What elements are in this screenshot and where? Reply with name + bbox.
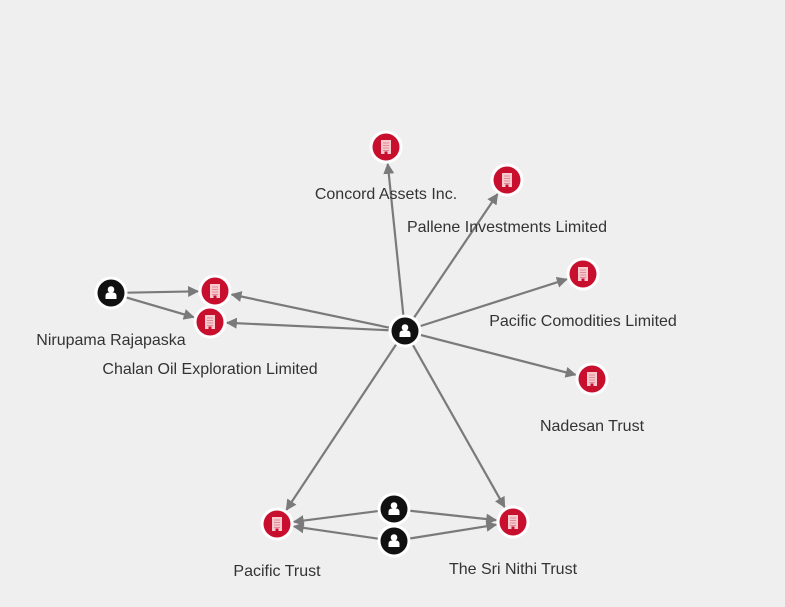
edge-p0-c4 [420, 333, 577, 378]
edge-p0-c3 [419, 276, 568, 328]
company-node[interactable] [369, 130, 403, 164]
edge-p3-c8 [409, 520, 498, 540]
person-node[interactable] [377, 492, 411, 526]
company-node[interactable] [496, 505, 530, 539]
person-node[interactable] [388, 314, 422, 348]
building-icon [587, 372, 597, 386]
company-node[interactable] [260, 507, 294, 541]
person-icon [388, 534, 400, 547]
company-node[interactable] [198, 274, 232, 308]
edge-p2-c8 [409, 509, 498, 525]
edge-p0-c6 [225, 317, 390, 332]
building-icon [210, 284, 220, 298]
company-node[interactable] [193, 305, 227, 339]
person-icon [399, 324, 411, 337]
building-icon [381, 140, 391, 154]
edge-p0-c5 [230, 291, 390, 329]
person-node[interactable] [94, 276, 128, 310]
node-label: Pacific Comodities Limited [489, 313, 677, 330]
building-icon [205, 315, 215, 329]
edge-p3-c7 [292, 522, 379, 540]
edge-p2-c7 [292, 509, 379, 527]
edge-p0-c1 [383, 162, 405, 316]
company-node[interactable] [490, 163, 524, 197]
nodes-layer: Concord Assets Inc. Pallene Investments L… [36, 130, 677, 580]
node-label: The Sri Nithi Trust [449, 561, 578, 578]
node-label: Pallene Investments Limited [407, 219, 607, 236]
person-node[interactable] [377, 524, 411, 558]
company-node[interactable] [575, 362, 609, 396]
edge-p1-c6 [126, 296, 195, 320]
node-label: Nadesan Trust [540, 418, 645, 435]
node-label: Chalan Oil Exploration Limited [102, 361, 317, 378]
node-label: Concord Assets Inc. [315, 186, 457, 203]
building-icon [578, 267, 588, 281]
edge-p1-c5 [126, 286, 200, 298]
node-label: Nirupama Rajapaska [36, 332, 186, 349]
person-icon [105, 286, 117, 299]
edge-p0-c7 [285, 343, 398, 511]
edge-p0-c2 [413, 193, 499, 319]
edges-layer [126, 162, 577, 540]
building-icon [508, 515, 518, 529]
person-icon [388, 502, 400, 515]
building-icon [272, 517, 282, 531]
edge-p0-c8 [411, 344, 506, 509]
company-node[interactable] [566, 257, 600, 291]
node-label: Pacific Trust [233, 563, 321, 580]
building-icon [502, 173, 512, 187]
